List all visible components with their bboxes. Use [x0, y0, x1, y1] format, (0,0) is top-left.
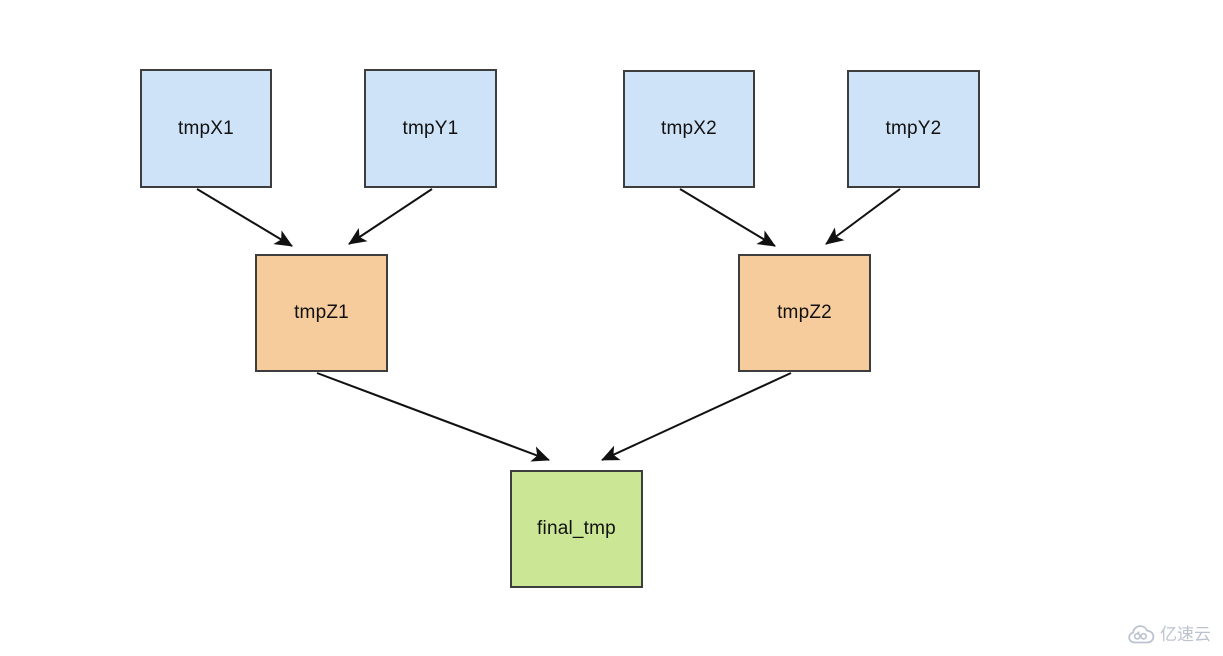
node-tmpZ1: tmpZ1 [255, 254, 388, 372]
edge-tmpX2-tmpZ2 [679, 188, 776, 247]
edge-tmpY2-tmpZ2 [825, 188, 901, 245]
watermark-text: 亿速云 [1160, 624, 1211, 644]
watermark: 亿速云 [1128, 624, 1211, 644]
edge-tmpY1-tmpZ1 [348, 188, 433, 245]
node-tmpY2: tmpY2 [847, 70, 980, 188]
node-tmpX1-label: tmpX1 [178, 117, 234, 139]
node-tmpZ1-label: tmpZ1 [294, 302, 349, 323]
edge-tmpZ2-final_tmp [601, 372, 792, 461]
edge-tmpZ1-final_tmp [316, 372, 550, 462]
node-tmpZ2: tmpZ2 [738, 254, 871, 372]
node-tmpY2-label: tmpY2 [885, 118, 942, 139]
node-tmpZ2-label: tmpZ2 [777, 302, 832, 323]
edge-tmpX1-tmpZ1 [196, 188, 293, 247]
node-tmpX2-label: tmpX2 [661, 118, 717, 139]
cloud-logo-icon [1128, 624, 1155, 644]
node-tmpY1: tmpY1 [364, 69, 497, 188]
node-tmpY1-label: tmpY1 [402, 117, 459, 139]
node-final-tmp-label: final_tmp [537, 518, 616, 539]
node-final-tmp: final_tmp [510, 470, 643, 588]
node-tmpX1: tmpX1 [140, 69, 272, 188]
node-tmpX2: tmpX2 [623, 70, 755, 188]
